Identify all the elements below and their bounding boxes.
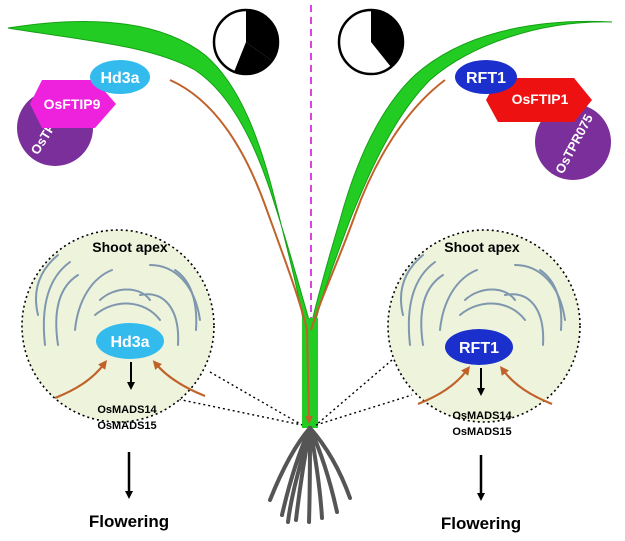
left-apex-hd3a-label: Hd3a <box>110 334 149 351</box>
left-leaf-vein <box>169 79 313 424</box>
left-apex-curved-arrow-right <box>152 360 206 398</box>
right-day-length-clock-icon <box>337 8 405 76</box>
right-rft1-shape <box>455 60 517 94</box>
right-osftip1-shape <box>486 78 592 122</box>
left-apex-title: Shoot apex <box>92 239 168 255</box>
right-gene1-label: OsMADS14 <box>452 410 512 422</box>
right-leaf-vein <box>310 79 446 331</box>
left-shoot-apex: Shoot apex Hd3a OsMADS14 OsMADS15 <box>21 229 215 432</box>
right-apex-rft1-label: RFT1 <box>459 340 499 357</box>
left-apex-curved-arrow-left <box>54 360 108 400</box>
left-osftip9-shape <box>30 80 116 128</box>
right-gene2-label: OsMADS15 <box>452 426 511 438</box>
right-ostpr075-shape <box>535 104 611 180</box>
zoom-connectors <box>157 359 413 426</box>
left-apex-hd3a-shape <box>96 323 164 359</box>
right-apex-curved-arrow-left <box>417 366 471 406</box>
right-rft1-label: RFT1 <box>466 70 506 87</box>
left-day-length-clock-icon <box>212 8 280 76</box>
right-apex-curved-arrow-right <box>499 366 553 406</box>
right-apex-rft1-shape <box>445 329 513 365</box>
left-gene2-label: OsMADS15 <box>97 420 156 432</box>
right-flowering-label: Flowering <box>441 514 521 533</box>
right-apex-title: Shoot apex <box>444 239 520 255</box>
roots <box>268 426 352 524</box>
left-osftip9-label: OsFTIP9 <box>44 96 101 112</box>
left-hd3a-label: Hd3a <box>100 70 139 87</box>
right-shoot-apex: Shoot apex RFT1 OsMADS14 OsMADS15 <box>387 229 581 438</box>
left-hd3a-shape <box>90 60 150 94</box>
stem <box>302 318 318 428</box>
left-flowering-label: Flowering <box>89 512 169 531</box>
left-gene1-label: OsMADS14 <box>97 404 157 416</box>
right-osftip1-label: OsFTIP1 <box>512 91 569 107</box>
